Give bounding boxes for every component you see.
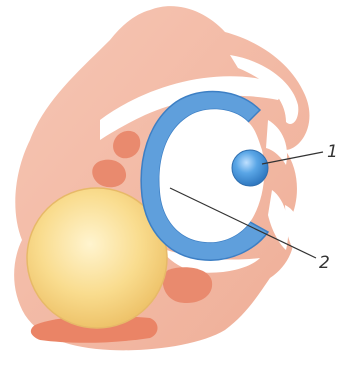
small-tissue-patch-right (163, 267, 212, 303)
label-1: 1 (327, 142, 338, 162)
label-2: 2 (319, 253, 330, 273)
blue-ball (232, 150, 268, 186)
